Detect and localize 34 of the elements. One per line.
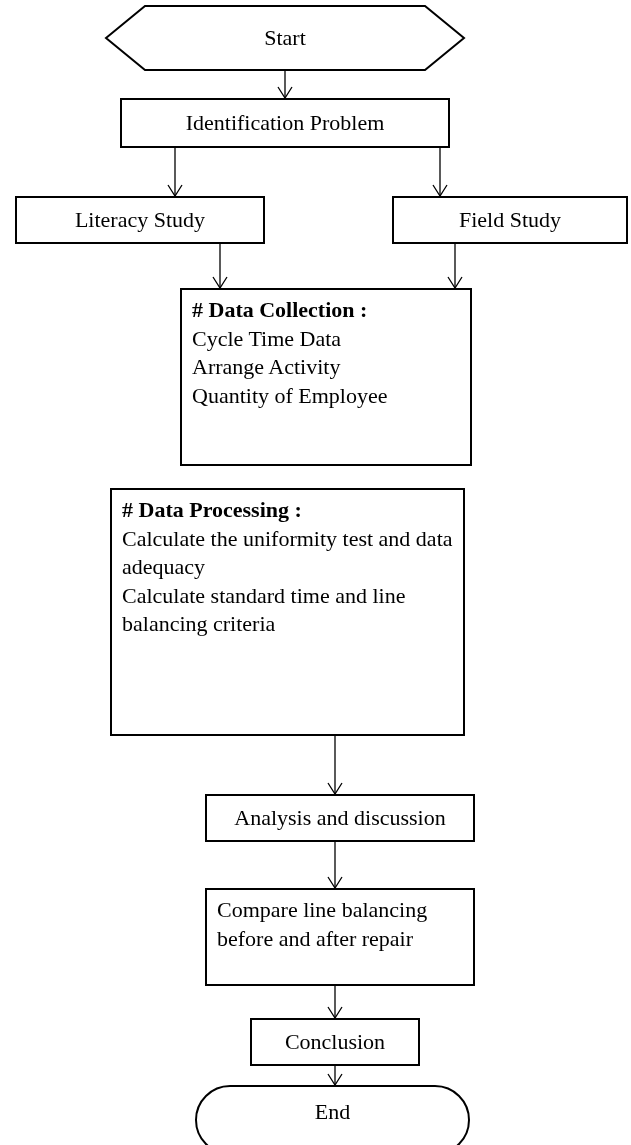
list-item: Arrange Activity [192, 353, 342, 382]
arrow [327, 735, 343, 795]
box-label: Analysis and discussion [234, 805, 446, 831]
box-label: Start [264, 25, 306, 51]
arrow [277, 70, 293, 99]
process-box [205, 794, 475, 842]
process-box [250, 1018, 420, 1066]
box-label: Conclusion [284, 1029, 386, 1055]
process-box [120, 98, 450, 148]
box-label: Field Study [458, 207, 562, 233]
box-label: End [314, 1099, 351, 1125]
process-box [180, 288, 472, 466]
arrow [447, 243, 463, 289]
arrow [327, 1065, 343, 1086]
arrow [167, 147, 183, 197]
list-item: Calculate standard time and line balancing criteria [122, 581, 407, 639]
box-heading: # Data Processing : [122, 496, 303, 524]
end-terminal [195, 1085, 470, 1145]
list-item: Calculate the uniformity test and data adequacy [122, 524, 453, 582]
list-item: Quantity of Employee [192, 381, 389, 410]
process-box [15, 196, 265, 244]
process-box [205, 888, 475, 986]
process-box [110, 488, 465, 736]
arrow [327, 985, 343, 1019]
box-heading: # Data Collection : [192, 296, 369, 324]
box-label: Literacy Study [74, 207, 206, 233]
box-label: Compare line balancing before and after repair [217, 896, 429, 953]
list-item: Cycle Time Data [192, 324, 343, 353]
start-hexagon [105, 5, 465, 71]
arrow [432, 147, 448, 197]
arrow [327, 841, 343, 889]
box-label: Identification Problem [185, 110, 385, 136]
process-box [392, 196, 628, 244]
arrow [212, 243, 228, 289]
